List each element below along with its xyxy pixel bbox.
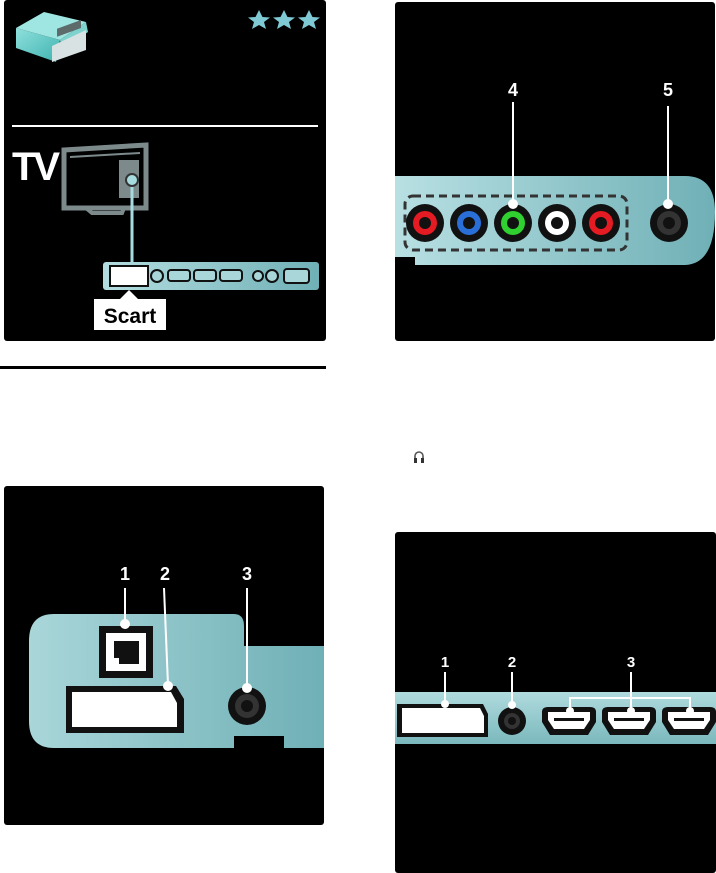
- hdmi-port: [602, 707, 656, 735]
- figure-side-av-connectors: 4 5: [395, 2, 715, 341]
- hdmi-port: [662, 707, 716, 735]
- audio-jack-port: [228, 687, 266, 725]
- star-icon: [273, 10, 295, 29]
- figure-rear-connectors-bottom: 1 2 3: [395, 532, 716, 873]
- section-divider: [0, 366, 326, 369]
- scart-callout-label: Scart: [104, 305, 157, 328]
- callout-2: 2: [508, 654, 516, 671]
- star-icon: [298, 10, 320, 29]
- connector-strip: [103, 262, 319, 290]
- rating-stars: [248, 10, 320, 29]
- scart-plug-icon: [16, 12, 88, 62]
- callout-1: 1: [441, 654, 449, 671]
- network-port: [99, 626, 153, 678]
- scart-callout: [94, 299, 166, 330]
- hdmi-port: [542, 707, 596, 735]
- divider: [12, 125, 318, 127]
- audio-jack-port: [498, 707, 526, 735]
- callout-4: 4: [508, 80, 518, 100]
- figure-scart-connection: TV Scart: [4, 0, 326, 341]
- scart-port: [109, 265, 149, 287]
- callout-3: 3: [627, 654, 635, 671]
- callout-3: 3: [242, 564, 252, 584]
- audio-jack-port: [650, 204, 688, 242]
- vga-port: [397, 704, 488, 737]
- rca-port-red: [406, 204, 444, 242]
- callout-5: 5: [663, 80, 673, 100]
- rca-port-white: [538, 204, 576, 242]
- tv-label: TV: [12, 145, 60, 189]
- star-icon: [248, 10, 270, 29]
- scart-port: [66, 686, 184, 733]
- rca-port-green: [494, 204, 532, 242]
- headphones-icon: [414, 451, 424, 463]
- figure-rear-connectors-left: 1 2 3: [4, 486, 324, 825]
- rca-port-blue: [450, 204, 488, 242]
- callout-2: 2: [160, 564, 170, 584]
- callout-1: 1: [120, 564, 130, 584]
- rca-port-red: [582, 204, 620, 242]
- tv-icon: [61, 142, 149, 215]
